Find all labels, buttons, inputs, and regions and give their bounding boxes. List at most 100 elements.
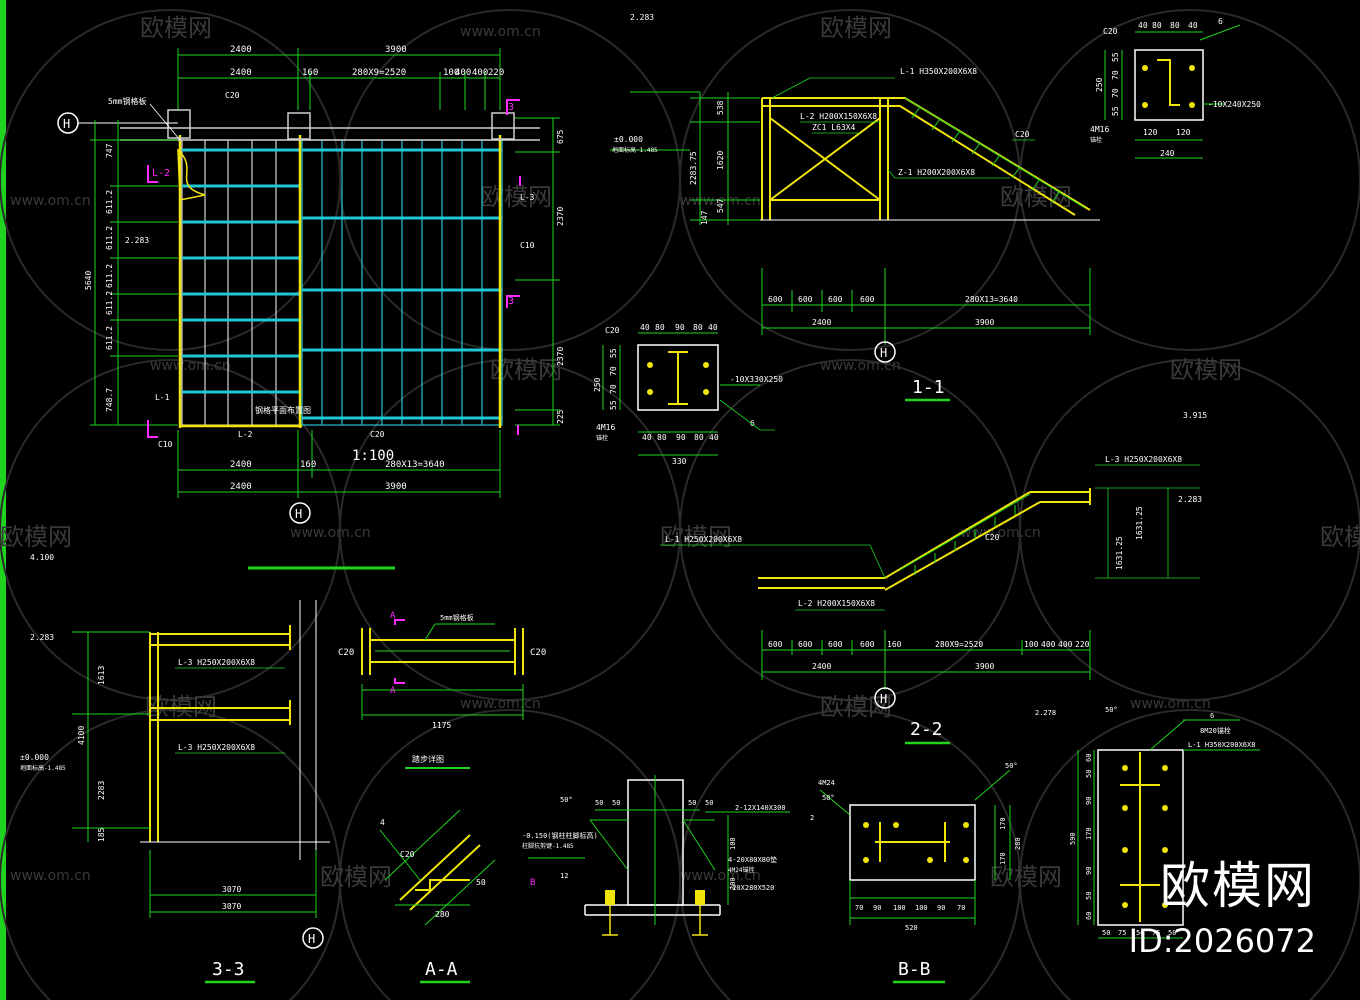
base-plate-2: C20 40 80 80 40 6 250 55 70 70 55 -10X24…	[1090, 17, 1261, 159]
pl-left: 50	[1085, 892, 1093, 900]
svg-text:欧模网: 欧模网	[0, 523, 72, 551]
s11-member-l2: L-2 H200X150X6X8	[800, 112, 877, 121]
tread-note: 5mm钢格板	[440, 613, 474, 622]
bp1-bolts: 4M16	[596, 423, 615, 432]
svg-text:www.om.cn: www.om.cn	[460, 696, 541, 712]
s33-member: L-3 H250X200X6X8	[178, 743, 255, 752]
svg-text:www.om.cn: www.om.cn	[10, 868, 91, 884]
s22-title: 2-2	[910, 719, 943, 740]
plate-connection-detail: 2.278 50° 6 8M20锚栓 L-1 H350X200X6X8 60 5…	[1035, 706, 1260, 939]
bp2-bottom: 120	[1176, 128, 1191, 137]
s33-dim: 1613	[97, 666, 106, 685]
bp2-bolts-note: 锚栓	[1090, 136, 1102, 144]
s11-level: 2.283	[630, 13, 654, 22]
s22-dim: 400	[1058, 640, 1073, 649]
s22-right-dim: 1631.25	[1115, 536, 1124, 570]
cb-base: -20X280X520	[728, 884, 774, 892]
section-mark: L-2	[152, 168, 170, 179]
aa-weld: 4	[380, 818, 385, 827]
s11-vert-text: 2283.75	[689, 151, 698, 185]
s22-dim: 160	[887, 640, 902, 649]
plan-right-dim: 675	[556, 129, 565, 144]
pl-angle: 50°	[1105, 706, 1118, 714]
plan-label-l2: L-2	[238, 430, 253, 439]
cb-bolts: 4-20X80X80垫	[728, 855, 777, 864]
bp2-top: 6	[1218, 17, 1223, 26]
bb-total: 520	[905, 924, 918, 932]
bp1-total: 330	[672, 457, 687, 466]
plan-dim-part: 400	[472, 68, 488, 78]
svg-text:www.om.cn: www.om.cn	[290, 525, 371, 541]
tread-section-a: A	[390, 611, 396, 621]
bp1-bottom: 80	[694, 433, 704, 442]
s33-level: 2.283	[30, 633, 54, 642]
s11-dim: 600	[828, 295, 843, 304]
pl-total: 590	[1069, 832, 1077, 845]
s11-member-z1: Z-1 H200X200X6X8	[898, 168, 975, 177]
s33-ground-note: 地面标高-1.485	[20, 764, 66, 772]
bp2-left: 55	[1111, 106, 1120, 116]
plan-dim-top: 2400	[230, 45, 252, 55]
plan-dim-part: 280X9=2520	[352, 68, 406, 78]
plan-break-line	[177, 148, 206, 201]
plan-dim-part: 100	[443, 68, 459, 78]
pl-bottom: 75	[1118, 929, 1126, 937]
bp2-total: 240	[1160, 149, 1175, 158]
s11-dim: 600	[798, 295, 813, 304]
bp1-weld: 6	[750, 419, 755, 428]
bb-angle: 50°	[822, 794, 835, 802]
svg-text:欧模网: 欧模网	[990, 863, 1062, 891]
plan-dim-part: 2400	[230, 68, 252, 78]
svg-text:欧模网: 欧模网	[1170, 356, 1242, 384]
s11-axis: H	[880, 346, 887, 360]
bb-title: B-B	[898, 959, 931, 980]
s11-title: 1-1	[912, 377, 945, 398]
bp2-top: 80	[1170, 21, 1180, 30]
s33-dim: 4100	[77, 726, 86, 745]
aa-title: A-A	[425, 959, 458, 980]
bp1-top: 80	[655, 323, 665, 332]
section-a-a: 4 C20 280 50 A-A	[379, 809, 496, 984]
section-mark: 3	[508, 296, 514, 307]
plan-dim-bottom: 160	[300, 460, 316, 470]
s22-level: 2.283	[1178, 495, 1202, 504]
s11-left-dim: 1620	[716, 151, 725, 170]
base-plate-1: C20 40 80 90 80 40 250 55 70 70 55 -10X3…	[593, 323, 783, 466]
s11-member-c20: C20	[1015, 130, 1030, 139]
section-mark: 3	[508, 102, 514, 113]
pl-bottom: 50	[1168, 929, 1176, 937]
s33-bottom: 3070	[222, 902, 241, 911]
s11-left-dim: 147	[700, 210, 709, 225]
s11-dim: 600	[768, 295, 783, 304]
plan-left-dim: 611.2	[105, 291, 114, 315]
cb-angle: 50°	[560, 796, 573, 804]
s11-left-dim: 538	[716, 100, 725, 115]
plan-label-c10b: C10	[158, 440, 173, 449]
s22-dim-total: 3900	[975, 662, 994, 671]
s33-title: 3-3	[212, 959, 245, 980]
tread-detail: A A C20 C20 5mm钢格板 1175 踏步详图	[338, 611, 546, 769]
pl-bottom: 75	[1152, 929, 1160, 937]
s11-dim-total: 2400	[812, 318, 831, 327]
plan-label-pipe: 5mm钢格板	[108, 96, 146, 106]
s33-bottom: 3070	[222, 885, 241, 894]
plan-dim-part: 220	[488, 68, 504, 78]
bp2-plate: -10X240X250	[1208, 100, 1261, 109]
s22-member-l2: L-2 H200X150X6X8	[798, 599, 875, 608]
bp1-top: 40	[640, 323, 650, 332]
plan-left-dim: 611.2	[105, 190, 114, 214]
pl-left: 90	[1085, 867, 1093, 875]
s22-c20: C20	[985, 533, 1000, 542]
watermark-text: 欧模网 欧模网 欧模网 欧模网 欧模网 欧模网 欧模网 欧模网 欧模网 欧模网 …	[0, 14, 1360, 891]
plan-axis-bottom: H	[295, 507, 302, 521]
plan-dim-bottom-total: 2400	[230, 482, 252, 492]
bp1-top: 90	[675, 323, 685, 332]
pl-weld: 6	[1210, 712, 1214, 720]
s22-axis: H	[880, 692, 887, 706]
cb-top: 50	[705, 799, 713, 807]
pl-left: 60	[1085, 754, 1093, 762]
svg-text:www.om.cn: www.om.cn	[460, 24, 541, 40]
column-base-elevation: 50° -0.150(钢柱柱脚标高) 柱脚抗剪键-1.485 50 50 50 …	[522, 775, 790, 936]
s22-dim: 280X9=2520	[935, 640, 983, 649]
